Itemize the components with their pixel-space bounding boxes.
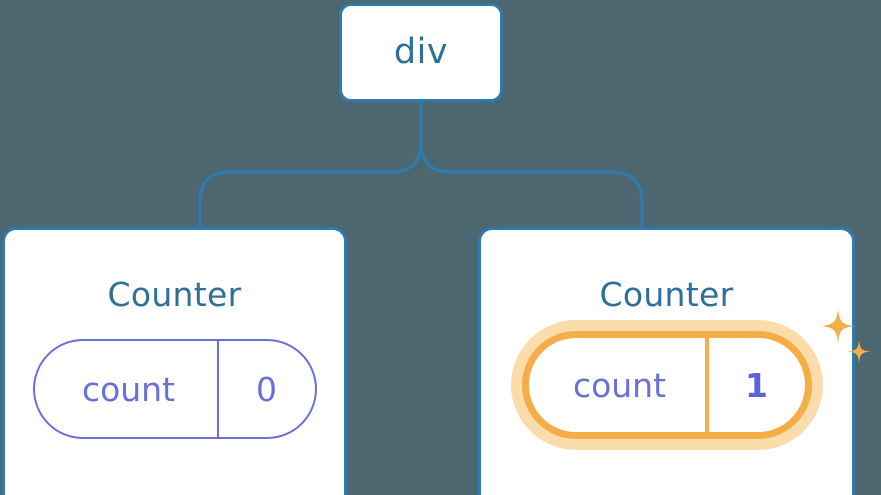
component-title: Counter <box>599 275 734 314</box>
root-node-div[interactable]: div <box>339 3 503 102</box>
state-value: 1 <box>704 338 805 432</box>
connector-left <box>198 141 423 227</box>
state-pill-wrapper: count 1 <box>510 309 870 450</box>
state-pill[interactable]: count 0 <box>32 339 317 439</box>
component-title: Counter <box>107 275 242 314</box>
state-pill-highlighted[interactable]: count 1 <box>521 331 812 439</box>
state-pill-wrapper: count 0 <box>32 339 317 439</box>
component-card-counter-right[interactable]: Counter count 1 <box>478 227 870 495</box>
state-value: 0 <box>216 341 315 437</box>
component-card-counter-left[interactable]: Counter count 0 <box>2 227 347 495</box>
state-key: count <box>81 369 176 409</box>
state-key: count <box>572 365 667 405</box>
connector-right <box>419 102 644 227</box>
sparkle-icon <box>820 309 855 343</box>
root-node-label: div <box>393 32 449 72</box>
